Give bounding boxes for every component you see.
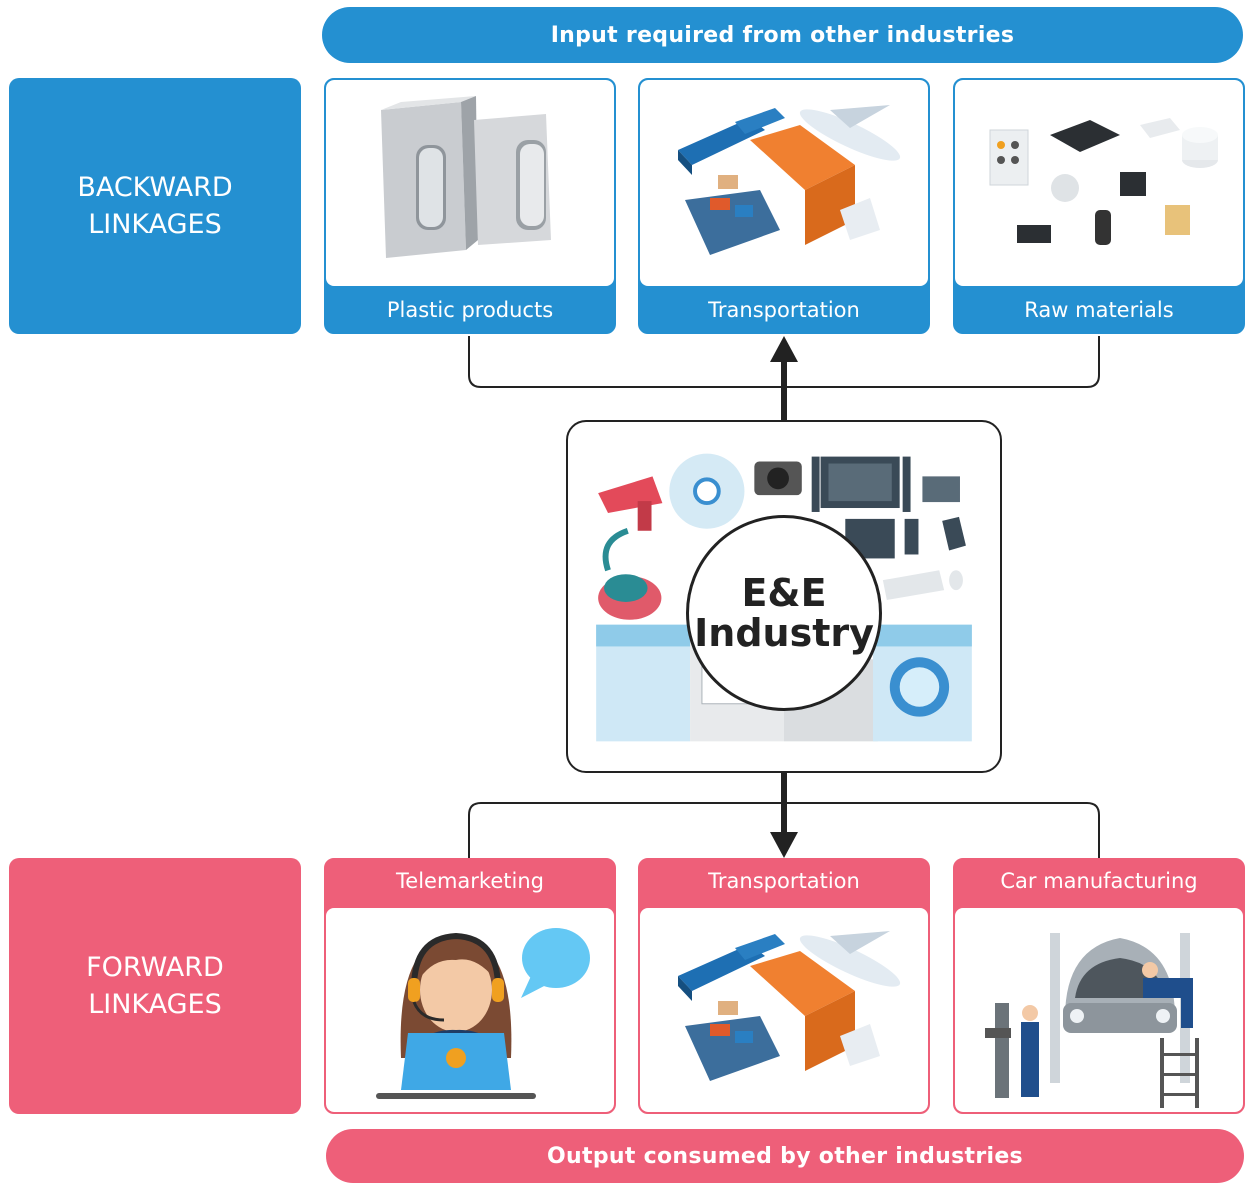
raw-materials-image <box>955 80 1243 286</box>
input-banner: Input required from other industries <box>322 7 1243 63</box>
card-label-telemarketing: Telemarketing <box>396 869 544 893</box>
down-arrow-head <box>770 832 798 858</box>
card-label-transportation-forward: Transportation <box>708 869 860 893</box>
industry-label: Industry <box>694 611 874 655</box>
transportation-image-backward <box>640 80 928 286</box>
card-transportation-backward: Transportation <box>638 78 930 334</box>
car-manufacturing-image <box>955 908 1243 1112</box>
card-label-transportation-backward: Transportation <box>708 298 860 322</box>
card-raw-materials: Raw materials <box>953 78 1245 334</box>
electronics-collage-icon <box>596 453 972 742</box>
card-label-plastic: Plastic products <box>386 298 554 322</box>
ee-label: E&E <box>741 571 827 615</box>
up-arrow-head <box>770 336 798 362</box>
card-plastic-products: Plastic products <box>324 78 616 334</box>
card-label-car-manufacturing: Car manufacturing <box>1000 869 1198 893</box>
ee-industry-circle: E&E Industry <box>686 515 882 711</box>
backward-linkages-text: BACKWARD LINKAGES <box>77 172 233 240</box>
forward-linkages-label: FORWARD LINKAGES <box>9 858 301 1114</box>
telemarketing-image <box>326 908 614 1112</box>
card-car-manufacturing: Car manufacturing <box>953 858 1245 1114</box>
card-telemarketing: Telemarketing <box>324 858 616 1114</box>
electronic-components-icon <box>989 118 1218 245</box>
transportation-image-forward <box>640 908 928 1112</box>
car-lift-mechanic-icon <box>985 933 1199 1108</box>
card-label-raw-materials: Raw materials <box>1024 298 1174 322</box>
transport-vehicles-icon <box>678 105 901 255</box>
forward-linkages-text: FORWARD LINKAGES <box>86 952 224 1020</box>
transport-vehicles-icon <box>678 931 901 1081</box>
ee-industry-box <box>566 420 1002 773</box>
backward-linkages-label: BACKWARD LINKAGES <box>9 78 301 334</box>
call-center-agent-icon <box>376 928 590 1099</box>
input-banner-text: Input required from other industries <box>550 22 1015 48</box>
plastic-products-image <box>326 80 614 286</box>
output-banner-text: Output consumed by other industries <box>547 1143 1023 1169</box>
output-banner: Output consumed by other industries <box>326 1129 1244 1183</box>
plastic-box-icon <box>381 96 551 258</box>
card-transportation-forward: Transportation <box>638 858 930 1114</box>
